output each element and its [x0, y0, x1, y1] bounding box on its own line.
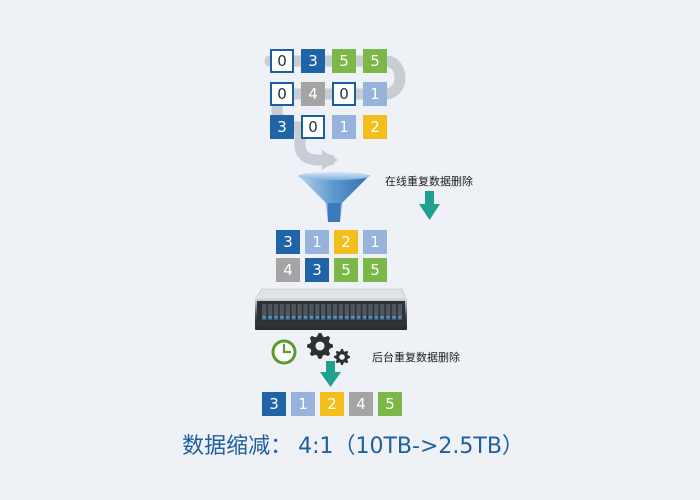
data-block: 2 [334, 230, 358, 254]
gear-icon [307, 333, 350, 365]
arrow-down-icon [419, 191, 440, 220]
data-block: 3 [301, 49, 325, 73]
data-block: 1 [332, 115, 356, 139]
data-block: 0 [332, 82, 356, 106]
flow-arrow-icon [322, 150, 338, 170]
data-block: 1 [363, 230, 387, 254]
data-block: 5 [363, 49, 387, 73]
caption-value: 4:1（10TB->2.5TB） [298, 434, 524, 459]
data-block: 1 [291, 392, 315, 416]
background-dedup-label: 后台重复数据删除 [372, 351, 460, 364]
data-block: 4 [301, 82, 325, 106]
data-block: 5 [378, 392, 402, 416]
data-block: 3 [276, 230, 300, 254]
funnel-icon [298, 172, 370, 222]
data-block: 4 [276, 258, 300, 282]
data-block: 3 [270, 115, 294, 139]
data-block: 5 [332, 49, 356, 73]
data-block: 5 [334, 258, 358, 282]
data-block: 1 [363, 82, 387, 106]
data-block: 4 [349, 392, 373, 416]
data-block: 2 [320, 392, 344, 416]
data-block: 3 [305, 258, 329, 282]
data-block: 0 [270, 49, 294, 73]
server-icon [255, 288, 407, 330]
data-reduction-caption: 数据缩减：4:1（10TB->2.5TB） [0, 428, 700, 460]
caption-prefix: 数据缩减： [182, 434, 293, 459]
data-block: 0 [301, 115, 325, 139]
data-block: 1 [305, 230, 329, 254]
inline-dedup-label: 在线重复数据删除 [385, 175, 473, 188]
arrow-down-icon [320, 361, 341, 387]
data-block: 0 [270, 82, 294, 106]
data-block: 3 [262, 392, 286, 416]
clock-icon [271, 339, 297, 365]
flow-path [264, 55, 406, 166]
data-block: 2 [363, 115, 387, 139]
data-block: 5 [363, 258, 387, 282]
